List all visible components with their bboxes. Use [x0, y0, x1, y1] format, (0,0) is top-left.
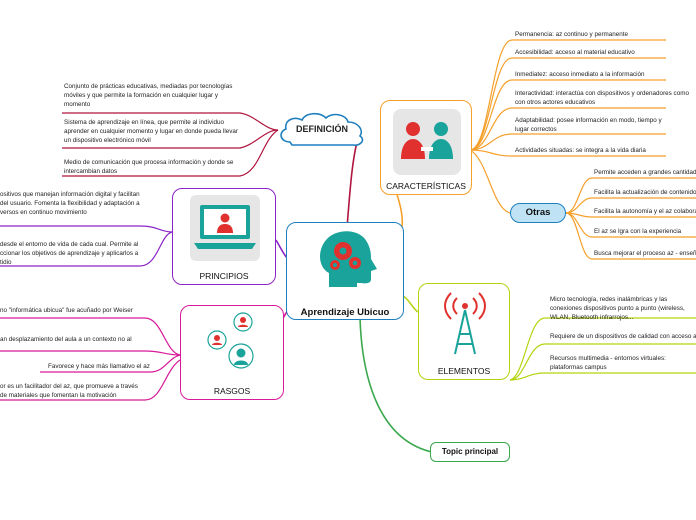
- elemento-item-1[interactable]: Micro tecnología, redes inalámbricas y l…: [550, 296, 685, 321]
- definicion-item-2[interactable]: Sistema de aprendizaje en línea, que per…: [64, 119, 238, 144]
- principio-item-2[interactable]: desde el entorno de vida de cada cual. P…: [0, 241, 139, 266]
- rasgo-item-2[interactable]: an desplazamiento del aula a un contexto…: [0, 336, 132, 343]
- caracteristicas-node[interactable]: CARACTERÍSTICAS: [380, 100, 472, 195]
- elemento-item-2[interactable]: Requiere de un dispositivos de calidad c…: [550, 333, 696, 340]
- otras-item-2[interactable]: Facilita la actualización de contenidos: [594, 189, 696, 196]
- caracteristica-item-6[interactable]: Actividades situadas: se integra a la vi…: [515, 147, 646, 154]
- otras-item-5[interactable]: Busca mejorar el proceso az - enseñanza: [594, 250, 696, 257]
- caracteristica-item-3[interactable]: Inmediatez: acceso inmediato a la inform…: [515, 71, 645, 78]
- link-definicion: [346, 137, 359, 229]
- principios-node[interactable]: PRINCIPIOS: [172, 188, 276, 285]
- link-topic: [359, 317, 433, 453]
- elementos-node[interactable]: ELEMENTOS: [418, 283, 510, 380]
- caracteristica-item-5[interactable]: Adaptabilidad: posee información en modo…: [515, 117, 662, 133]
- topic-principal-node[interactable]: Topic principal: [430, 442, 510, 462]
- elementos-label: ELEMENTOS: [437, 366, 491, 376]
- otras-item-4[interactable]: El az se lgra con la experiencia: [594, 228, 682, 235]
- otras-item-3[interactable]: Facilita la autonomía y el az colaborati…: [594, 208, 696, 215]
- caracteristica-item-2[interactable]: Accesibilidad: acceso al material educat…: [515, 49, 635, 56]
- rasgo-item-4[interactable]: or es un facilitador del az, que promuev…: [0, 383, 138, 399]
- definicion-item-3[interactable]: Medio de comunicación que procesa inform…: [64, 159, 234, 175]
- caracteristica-item-1[interactable]: Permanencia: az continuo y permanente: [515, 31, 629, 38]
- antenna-signal-icon: [444, 292, 486, 355]
- caracteristica-item-4[interactable]: Interactividad: interactúa con dispositi…: [515, 90, 689, 106]
- rasgos-node[interactable]: RASGOS: [180, 305, 284, 400]
- caracteristicas-label: CARACTERÍSTICAS: [386, 181, 466, 191]
- central-topic[interactable]: Aprendizaje Ubicuo: [286, 222, 404, 320]
- principios-label: PRINCIPIOS: [199, 271, 249, 281]
- definicion-node[interactable]: DEFINICIÓN: [276, 110, 368, 150]
- otras-label: Otras: [525, 207, 551, 218]
- otras-item-1[interactable]: Permite acceden a grandes cantidades: [594, 169, 696, 176]
- rasgo-item-1[interactable]: no "informática ubicua" fue acuñado por …: [0, 307, 133, 314]
- principio-item-1[interactable]: ositivos que manejan información digital…: [0, 191, 140, 216]
- definicion-label: DEFINICIÓN: [295, 124, 348, 134]
- users-group-icon: [207, 312, 254, 369]
- definicion-item-1[interactable]: Conjunto de prácticas educativas, mediad…: [64, 83, 233, 108]
- rasgo-item-3[interactable]: Favorece y hace más llamativo el az: [48, 363, 150, 370]
- link-elementos: [401, 294, 419, 313]
- cloud-icon: [280, 112, 364, 146]
- head-gears-icon: [320, 231, 377, 287]
- laptop-user-icon: [190, 195, 260, 261]
- topic-principal-label: Topic principal: [441, 447, 499, 456]
- people-meeting-icon: [393, 109, 461, 175]
- rasgos-label: RASGOS: [213, 386, 251, 396]
- elemento-item-3[interactable]: Recursos multimedia - entornos virtuales…: [550, 355, 666, 371]
- central-topic-label: Aprendizaje Ubicuo: [300, 307, 390, 318]
- otras-node[interactable]: Otras: [510, 203, 566, 223]
